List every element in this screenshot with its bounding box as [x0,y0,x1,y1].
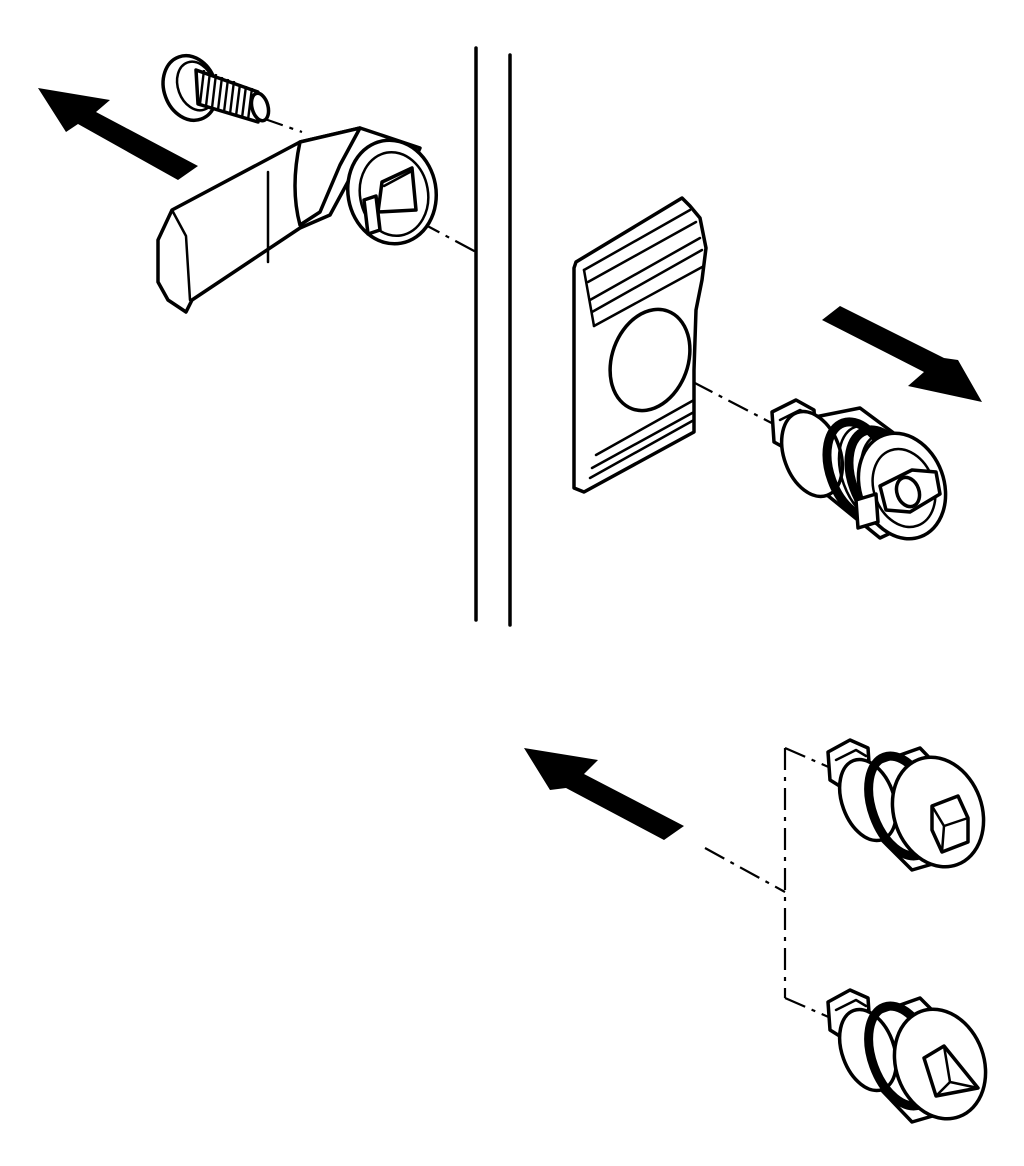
panel-wall [474,46,512,627]
arrow-lock-removal [822,306,982,402]
square-insert-icon [826,738,986,872]
arrow-insert-install [524,748,684,840]
cam-lever-icon [156,126,439,314]
alignment-lines [261,116,841,1024]
screw-icon [161,53,271,124]
arrow-lever-removal [38,88,198,180]
cylinder-lock-icon [770,398,948,541]
plate-icon [572,196,708,494]
triangle-insert-icon [826,988,988,1124]
